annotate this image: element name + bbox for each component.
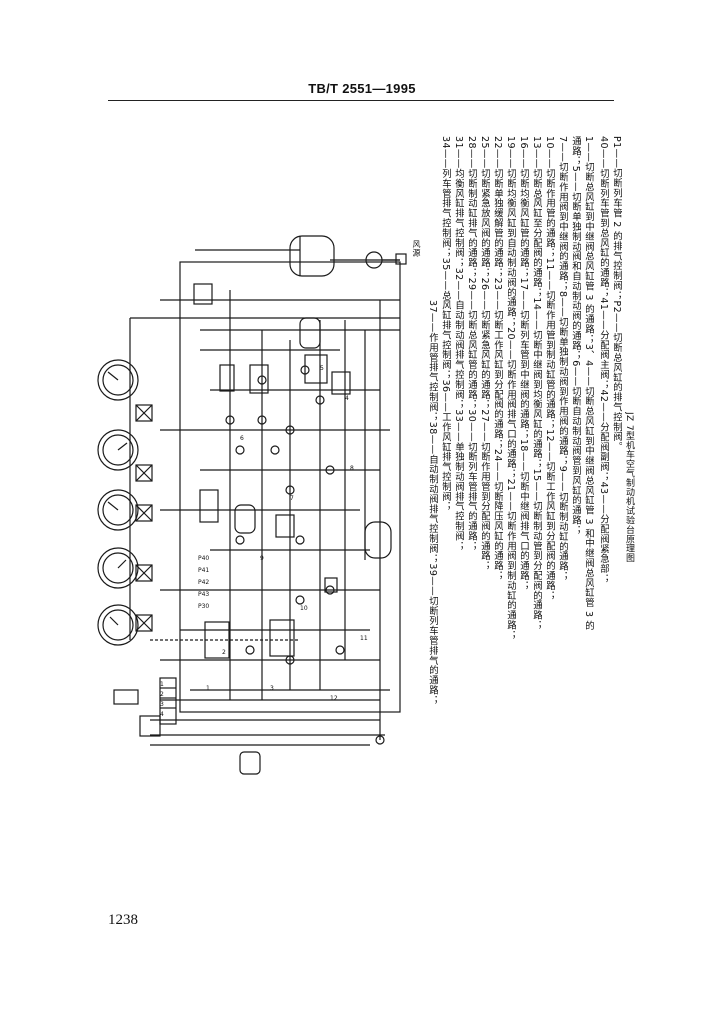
svg-text:P40: P40 [198, 555, 209, 562]
svg-text:7: 7 [290, 495, 294, 502]
svg-text:1: 1 [206, 685, 210, 692]
svg-text:5: 5 [320, 365, 324, 372]
components [113, 283, 392, 775]
svg-text:P42: P42 [198, 579, 209, 586]
legend-line: 7——切断作用阀到中继阀的通路；8——切断单独制动阀到作用阀的通路；9——切断制… [557, 136, 568, 582]
svg-text:12: 12 [330, 695, 338, 702]
legend-line: 1——切断总风缸到中继阀总风缸管 3 的通路；3、4——切断总风缸到中继阀总风缸… [583, 136, 594, 631]
svg-text:6: 6 [240, 435, 244, 442]
pipe-network [129, 249, 401, 746]
svg-text:4: 4 [345, 395, 349, 402]
legend-line: 34——列车管排气控制阀；35——总风缸排气控制阀；36——工作风缸排气控制阀； [440, 136, 451, 512]
svg-text:11: 11 [360, 635, 368, 642]
legend-line: 22——切断单独缓解管的通路；23——切断工作风缸到分配阀的通路；24——切断降… [492, 136, 503, 581]
figure-caption-visible: JZ 7型机车空气制动机试验台原理图 [624, 412, 634, 563]
page-header: TB/T 2551—1995 [0, 78, 724, 100]
legend-line: 通路；5——切断单独制动阀和自动制动阀的通路；6——切断自动制动阀管到风缸的通路… [570, 136, 581, 535]
svg-text:8: 8 [350, 465, 354, 472]
header-rule [108, 100, 614, 101]
valve-symbols [135, 404, 153, 632]
main-reservoir [289, 235, 407, 277]
svg-text:P43: P43 [198, 591, 209, 598]
legend-line: 16——切断均衡风缸管的通路；17——切断列车管到中继阀的通路；18——切断中继… [518, 136, 529, 591]
figure-right-label: 风源 [412, 240, 421, 257]
legend-line: 37——作用管排气控制阀；38——自动制动阀排气控制阀；39——切断列车管排气的… [427, 300, 438, 705]
legend-line: 10——切断作用管的通路；11——切断作用管到制动缸管的通路；12——切断工作风… [544, 136, 555, 601]
svg-text:1: 1 [160, 681, 164, 688]
svg-text:P30: P30 [198, 603, 209, 610]
svg-text:4: 4 [160, 711, 164, 718]
legend-line: 25——切断紧急放风阀的通路；26——切断紧急风缸的通路；27——切断作用管到分… [479, 136, 490, 571]
legend-line: 28——切断制动缸排气的通路；29——切断总风缸管的通路；30——切断列车管排气… [466, 136, 477, 551]
svg-text:P41: P41 [198, 567, 209, 574]
legend-line: 40——切断列车管到总风缸的通路；41——分配阀主阀；42——分配阀副阀；43—… [598, 136, 609, 584]
legend-line: 31——均衡风缸排气控制阀；32——自动制动阀排气控制阀；33——单独制动阀排气… [453, 136, 464, 551]
svg-text:2: 2 [160, 691, 164, 698]
cock-symbols [225, 365, 385, 745]
legend-line: 13——切断总风缸至分配阀的通路；14——切断中继阀到均衡风缸的通路；15——切… [531, 136, 542, 631]
legend-line: P1——切断列车管 2 的排气控制阀；P2——切断总风缸的排气控制阀。 [611, 136, 622, 452]
pressure-gauges [97, 359, 139, 646]
page-number: 1238 [108, 912, 138, 928]
svg-text:3: 3 [160, 701, 164, 708]
legend-line: 19——切断均衡风缸到自动制动阀的通路；20——切断作用阀排气口的通路；21——… [505, 136, 516, 640]
svg-text:10: 10 [300, 605, 308, 612]
svg-text:2: 2 [222, 649, 226, 656]
standard-number: TB/T 2551—1995 [308, 81, 416, 96]
svg-text:9: 9 [260, 555, 264, 562]
svg-text:3: 3 [270, 685, 274, 692]
